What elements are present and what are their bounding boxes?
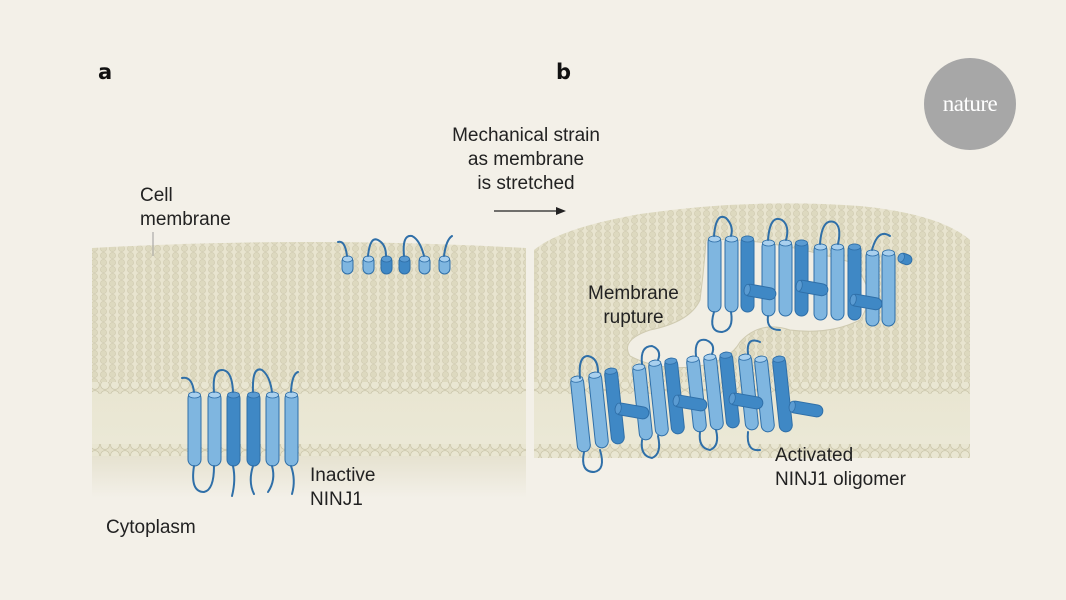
helix [795,279,829,297]
loop [766,315,781,331]
loop [290,465,295,495]
helix [614,402,650,420]
helix [724,235,739,313]
helix [246,391,261,467]
inactive-ninj1-label: Inactive NINJ1 [310,465,376,510]
helix [648,359,669,437]
loop [337,240,348,257]
helix [813,243,828,321]
loop [819,220,841,245]
loop [192,465,215,494]
loop [290,371,299,393]
loop [367,238,387,257]
helix [703,353,724,431]
helix [707,235,722,313]
helix [754,355,775,433]
helix [265,391,280,467]
helix [847,243,862,321]
helix [778,239,793,317]
panel-b-label: b [556,60,572,84]
helix [830,243,845,321]
helix [728,392,764,410]
membrane-rupture-label: Membrane rupture [588,283,679,328]
loop [267,465,275,493]
helix [632,363,653,441]
loop [251,368,273,393]
loop [443,235,453,257]
panel-a-label: a [98,60,113,84]
loop [231,465,236,497]
mechanical-strain-label: Mechanical strain as membrane is stretch… [452,125,600,194]
helix [761,239,776,317]
loop [767,218,789,241]
helix [865,249,880,327]
loop [871,232,891,251]
loop [713,215,733,237]
loop [402,234,425,257]
loop [698,429,719,452]
helix [380,255,393,275]
helix [341,255,354,275]
loop [711,311,733,334]
activated-ninj1-oligomer [570,215,913,474]
helix [881,249,896,327]
helix [207,391,222,467]
loop [746,431,761,452]
helix [788,400,824,418]
helix [849,293,883,311]
helix [794,239,809,317]
loop [578,354,599,379]
helix [738,353,759,431]
helix [438,255,451,275]
loop [249,465,255,495]
loop [694,338,715,357]
loop [640,344,661,365]
inactive-ninj1 [181,368,299,497]
helix [588,371,609,449]
helix [897,252,913,266]
helix [418,255,431,275]
helix [226,391,241,467]
panel-a-membrane [92,232,526,498]
cell-membrane-label: Cell membrane [140,185,231,230]
helix [772,355,793,433]
loop [746,339,761,355]
helix [398,255,411,275]
loop [212,368,234,393]
cytoplasm-label: Cytoplasm [106,517,196,538]
helix [743,283,777,301]
activated-ninj1-label: Activated NINJ1 oligomer [775,445,906,490]
helix [740,235,755,313]
loop [582,449,603,474]
helix [187,391,202,467]
helix [284,391,299,467]
helix [672,394,708,412]
inactive-ninj1-top-view [337,234,453,275]
loop [640,435,661,460]
loop [181,376,195,393]
helix [719,351,740,429]
helix [362,255,375,275]
nature-logo: nature [924,58,1016,150]
strain-arrow [494,207,566,215]
